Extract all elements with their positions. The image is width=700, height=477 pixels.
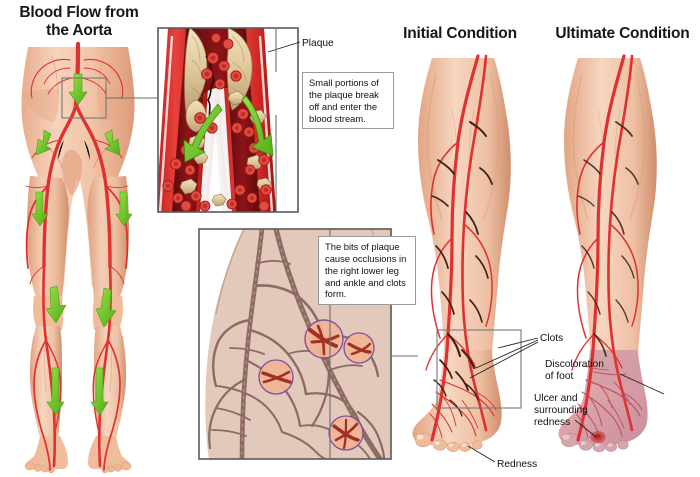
label-plaque: Plaque: [302, 38, 334, 49]
inset-vessels-frame: [198, 228, 392, 460]
page-title-blood-flow: Blood Flow from the Aorta: [4, 4, 154, 41]
label-ulcer-and-surrounding-redness: Ulcer and surrounding redness: [534, 393, 608, 430]
leader-clots-2: [475, 339, 539, 369]
red-blood-cells: [162, 33, 272, 212]
page-title-initial-condition: Initial Condition: [403, 25, 517, 42]
ulcer-line-2: surrounding: [534, 405, 588, 417]
ulcer-line-1: Ulcer and: [534, 393, 578, 404]
clot-segments-initial: [431, 121, 493, 417]
leader-discoloration: [619, 373, 665, 395]
zoom-box-aorta: [61, 77, 107, 119]
callout-occlusions: The bits of plaque cause occlusions in t…: [318, 236, 416, 306]
middle-figure-initial-condition: [412, 54, 511, 453]
leader-redness: [467, 445, 496, 463]
flow-arrow-group: [31, 73, 133, 416]
inset-artery-frame: [157, 27, 299, 213]
leader-clots-1: [497, 337, 539, 349]
title-line-1: Blood Flow from: [19, 4, 139, 21]
discoloration-line-1: Discoloration: [545, 359, 604, 370]
label-discoloration-of-foot: Discoloration of foot: [545, 359, 625, 383]
discoloration-line-2: of foot: [545, 371, 574, 383]
toe-ulcer: [590, 431, 606, 443]
embolus-arrows: [183, 95, 274, 163]
title-line-2: the Aorta: [46, 22, 112, 40]
leader-ulcer: [574, 419, 597, 438]
inset-artery-artwork: [158, 28, 298, 212]
right-figure-ultimate-condition: [558, 54, 657, 453]
ulcer-line-3: redness: [534, 417, 571, 429]
label-clots: Clots: [540, 333, 564, 344]
label-redness: Redness: [497, 459, 538, 470]
callout-plaque-break: Small portions of the plaque break off a…: [302, 72, 394, 130]
leader-clots-3: [469, 341, 539, 379]
leader-plaque: [267, 41, 301, 53]
occlusion-highlights: [258, 319, 375, 451]
page-title-ultimate-condition: Ultimate Condition: [555, 25, 690, 42]
ankle-callout-box: [436, 329, 522, 409]
